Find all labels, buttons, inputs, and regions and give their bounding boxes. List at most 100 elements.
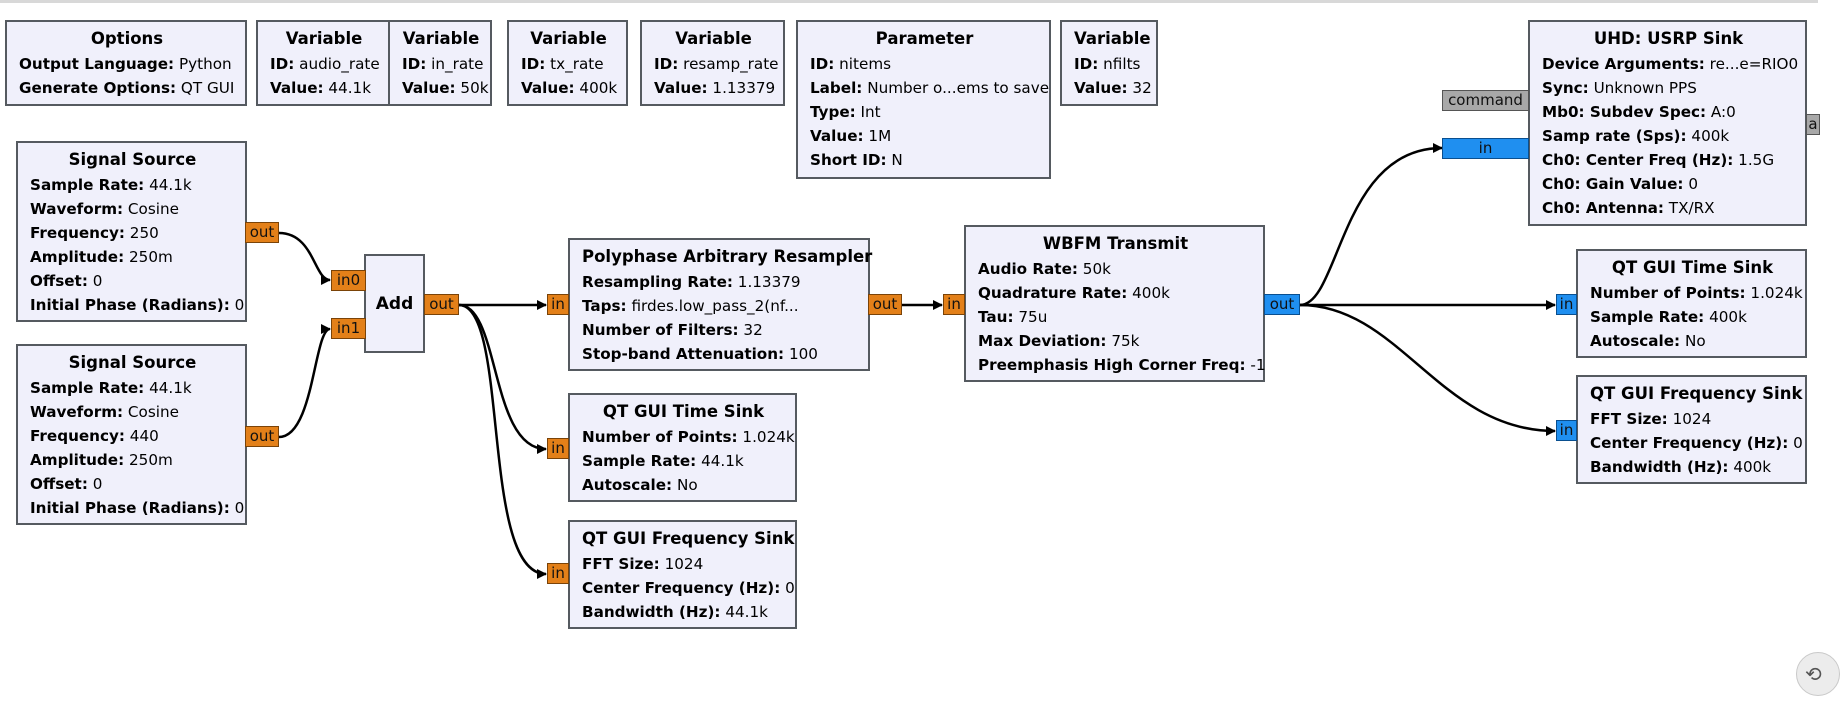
- param-label: Quadrature Rate:: [978, 284, 1128, 302]
- param-label: Ch0: Gain Value:: [1542, 175, 1684, 193]
- block-param-row: Amplitude: 250m: [30, 245, 235, 269]
- block-param-row: Value: 400k: [521, 76, 617, 100]
- param-label: Sample Rate:: [30, 379, 145, 397]
- port-add-in0[interactable]: in0: [331, 270, 366, 291]
- param-label: Autoscale:: [1590, 332, 1681, 350]
- param-label: ID:: [270, 55, 295, 73]
- param-value: Cosine: [127, 403, 179, 421]
- port-wbfm-out[interactable]: out: [1264, 294, 1300, 315]
- block-param-row: Preemphasis High Corner Freq: -1: [978, 353, 1266, 377]
- port-add-in1[interactable]: in1: [331, 318, 366, 339]
- port-add-out[interactable]: out: [424, 294, 459, 315]
- param-label: Bandwidth (Hz):: [1590, 458, 1729, 476]
- port-resampler-in[interactable]: in: [547, 294, 569, 315]
- scroll-corner-icon[interactable]: ⟲: [1796, 652, 1840, 696]
- wire-add-to-freq-sink[interactable]: [458, 303, 547, 579]
- param-value: 1.024k: [742, 428, 795, 446]
- param-label: Sync:: [1542, 79, 1589, 97]
- block-param-row: Max Deviation: 75k: [978, 329, 1253, 353]
- block-param-row: Number of Filters: 32: [582, 318, 858, 342]
- port-time-sink-2-in[interactable]: in: [1556, 294, 1577, 315]
- block-param-row: Sample Rate: 44.1k: [30, 376, 235, 400]
- port-usrp-command[interactable]: command: [1442, 90, 1529, 111]
- param-value: 400k: [1733, 458, 1772, 476]
- param-label: Ch0: Center Freq (Hz):: [1542, 151, 1734, 169]
- param-label: Ch0: Antenna:: [1542, 199, 1664, 217]
- block-title: Variable: [1074, 29, 1151, 48]
- block-add[interactable]: Add: [364, 254, 425, 353]
- wire-sig2-to-add[interactable]: [278, 324, 331, 439]
- block-param-row: ID: tx_rate: [521, 52, 616, 76]
- port-resampler-out[interactable]: out: [868, 294, 902, 315]
- param-value: N: [891, 151, 903, 169]
- param-value: Number o...ems to save: [867, 79, 1050, 97]
- param-value: No: [1684, 332, 1706, 350]
- port-signal-source-2-out[interactable]: out: [245, 426, 279, 447]
- param-label: Value:: [1074, 79, 1128, 97]
- param-label: Amplitude:: [30, 451, 125, 469]
- block-title: QT GUI Time Sink: [602, 402, 765, 421]
- block-param-row: Center Frequency (Hz): 0: [1590, 431, 1803, 455]
- param-label: Offset:: [30, 272, 88, 290]
- block-param-row: Ch0: Center Freq (Hz): 1.5G: [1542, 148, 1795, 172]
- param-value: nfilts: [1103, 55, 1141, 73]
- wire-sig1-to-add[interactable]: [278, 231, 331, 285]
- param-value: tx_rate: [550, 55, 604, 73]
- param-value: 250m: [129, 248, 173, 266]
- block-param-row: Stop-band Attenuation: 100: [582, 342, 858, 366]
- param-value: 400k: [1691, 127, 1730, 145]
- param-value: resamp_rate: [683, 55, 779, 73]
- block-title: WBFM Transmit: [1042, 234, 1189, 253]
- param-value: 0: [234, 499, 245, 517]
- param-value: 0: [92, 272, 103, 290]
- wire-wbfm-to-usrp[interactable]: [1299, 143, 1443, 307]
- port-wbfm-in[interactable]: in: [943, 294, 965, 315]
- port-signal-source-1-out[interactable]: out: [245, 222, 279, 243]
- wire-add-to-time-sink[interactable]: [458, 303, 547, 454]
- block-param-row: ID: audio_rate: [270, 52, 380, 76]
- param-value: 250: [129, 224, 159, 242]
- block-param-row: Value: 1M: [810, 124, 1039, 148]
- port-freq-sink-1-in[interactable]: in: [547, 563, 569, 584]
- port-time-sink-1-in[interactable]: in: [547, 438, 569, 459]
- param-label: Initial Phase (Radians):: [30, 296, 230, 314]
- param-label: Samp rate (Sps):: [1542, 127, 1687, 145]
- block-title: Variable: [675, 29, 752, 48]
- block-title: Variable: [402, 29, 480, 48]
- block-param-row: Value: 44.1k: [270, 76, 378, 100]
- port-usrp-async-msg[interactable]: a: [1806, 114, 1820, 135]
- block-title: Variable: [530, 29, 607, 48]
- param-label: Number of Points:: [582, 428, 738, 446]
- param-value: 44.1k: [149, 176, 192, 194]
- block-param-row: Number of Points: 1.024k: [582, 425, 795, 449]
- wire-wbfm-to-freq-sink[interactable]: [1299, 303, 1556, 436]
- port-usrp-in[interactable]: in: [1442, 138, 1529, 159]
- port-freq-sink-2-in[interactable]: in: [1556, 420, 1577, 441]
- block-param-row: Bandwidth (Hz): 400k: [1590, 455, 1795, 479]
- param-value: 1M: [868, 127, 892, 145]
- param-value: No: [676, 476, 698, 494]
- block-param-row: Short ID: N: [810, 148, 1039, 172]
- param-label: Amplitude:: [30, 248, 125, 266]
- param-value: Python: [178, 55, 232, 73]
- param-value: Cosine: [127, 200, 179, 218]
- param-value: QT GUI: [180, 79, 235, 97]
